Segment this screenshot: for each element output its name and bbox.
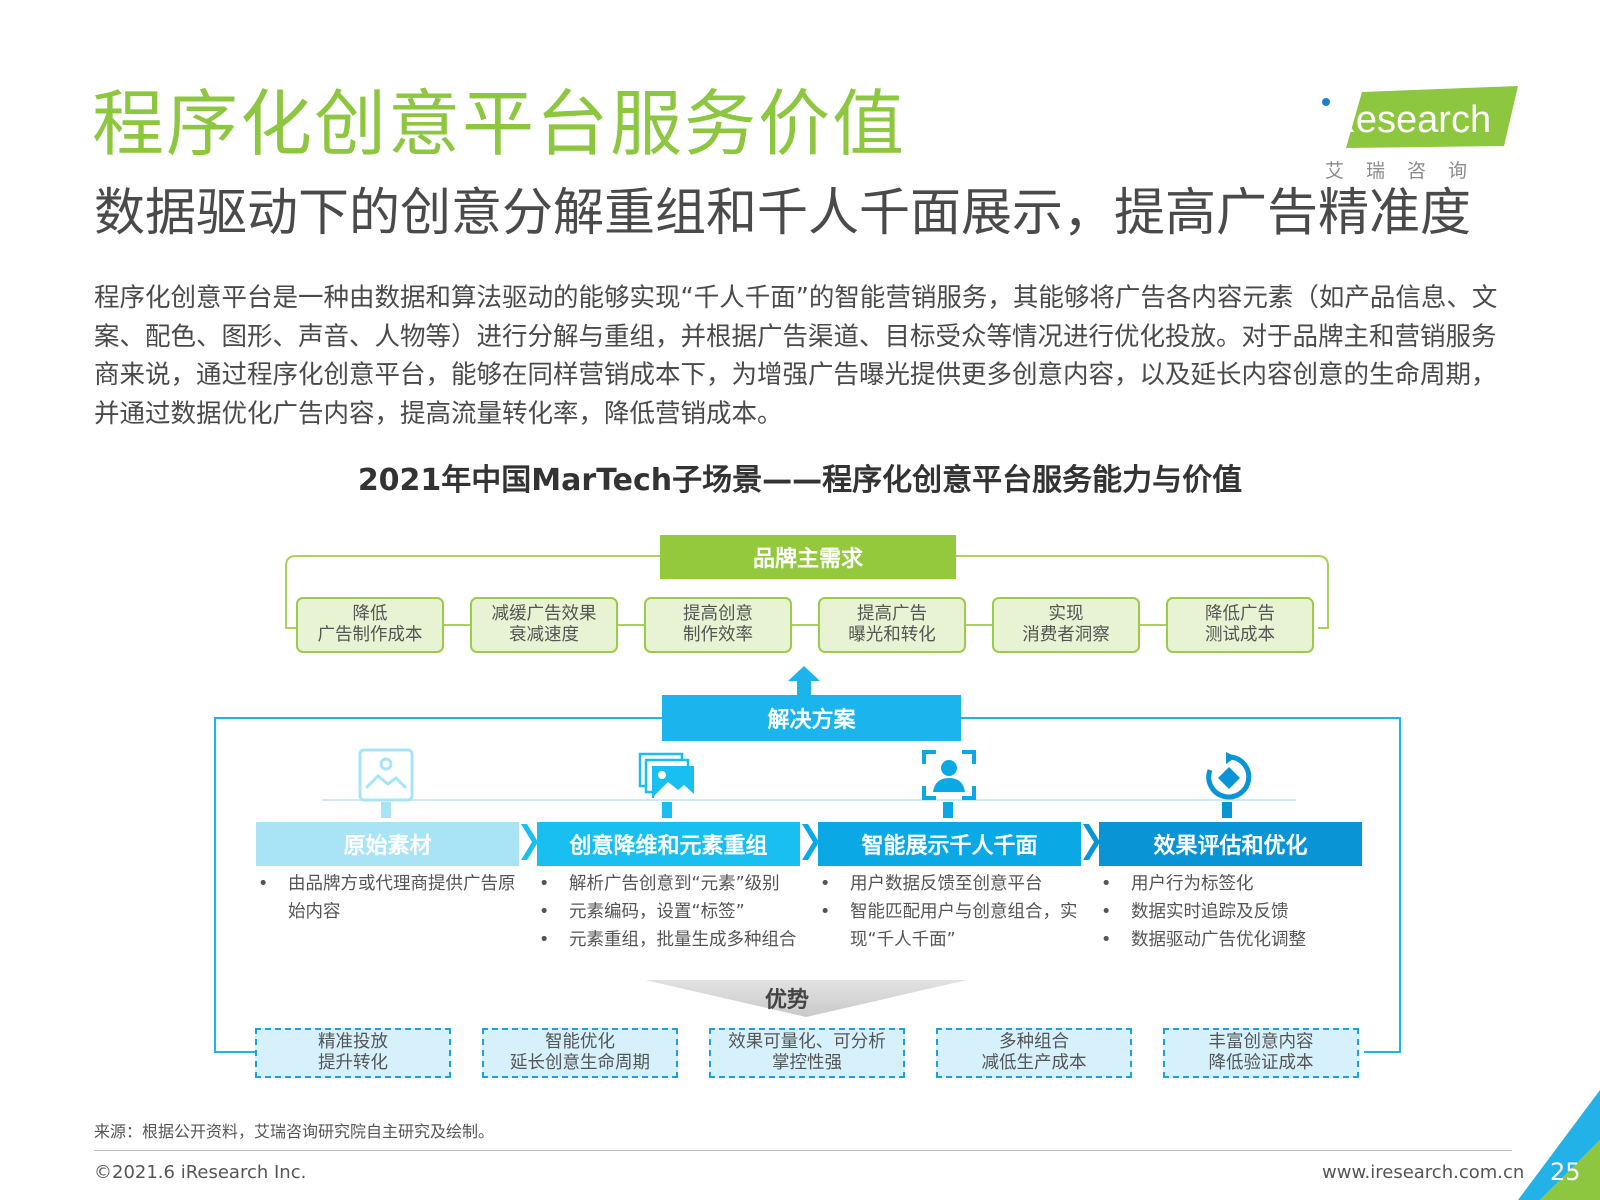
logo-cn-text: 艾瑞咨询 [1325, 160, 1490, 182]
stage-bullets-display: •用户数据反馈至创意平台 •智能匹配用户与创意组合，实现“千人千面” [818, 870, 1088, 954]
bullet-item: 解析广告创意到“元素”级别 [569, 874, 780, 894]
up-arrow-icon [788, 666, 820, 695]
bullet-item: 智能匹配用户与创意组合，实现“千人千面” [850, 902, 1078, 950]
website-link[interactable]: www.iresearch.com.cn [1322, 1162, 1525, 1183]
advantage-box: 多种组合减低生产成本 [936, 1028, 1132, 1078]
user-scan-icon [922, 750, 976, 800]
advantage-label: 优势 [765, 988, 810, 1013]
stage-bullets-raw: •由品牌方或代理商提供广告原始内容 [256, 870, 526, 926]
stage-creative-restructure: 创意降维和元素重组 [537, 822, 800, 866]
page-title: 程序化创意平台服务价值 [92, 82, 907, 166]
page-subtitle: 数据驱动下的创意分解重组和千人千面展示，提高广告精准度 [94, 184, 1472, 243]
image-icon [358, 748, 414, 802]
solution-banner: 解决方案 [662, 695, 961, 741]
bullet-item: 元素编码，设置“标签” [569, 902, 745, 922]
advantage-box: 精准投放提升转化 [255, 1028, 451, 1078]
demand-box: 提高创意制作效率 [644, 597, 792, 653]
bullet-item: 数据驱动广告优化调整 [1131, 930, 1306, 950]
intro-paragraph: 程序化创意平台是一种由数据和算法驱动的能够实现“千人千面”的智能营销服务，其能够… [94, 283, 1498, 429]
refresh-diamond-icon [1206, 752, 1252, 800]
advantage-box: 效果可量化、可分析掌控性强 [709, 1028, 905, 1078]
advantage-box: 智能优化延长创意生命周期 [482, 1028, 678, 1078]
demand-box: 实现消费者洞察 [992, 597, 1140, 653]
bullet-item: 数据实时追踪及反馈 [1131, 902, 1289, 922]
demand-box: 提高广告曝光和转化 [818, 597, 966, 653]
demand-box: 降低广告制作成本 [296, 597, 444, 653]
stage-raw-material: 原始素材 [256, 822, 519, 866]
copyright: ©2021.6 iResearch Inc. [94, 1162, 307, 1183]
bullet-item: 由品牌方或代理商提供广告原始内容 [288, 874, 516, 922]
bullet-item: 用户数据反馈至创意平台 [850, 874, 1043, 894]
bullet-item: 元素重组，批量生成多种组合 [569, 930, 797, 950]
advantage-box: 丰富创意内容降低验证成本 [1163, 1028, 1359, 1078]
advantage-funnel [645, 980, 967, 1017]
demand-box: 减缓广告效果衰减速度 [470, 597, 618, 653]
source-note: 来源：根据公开资料，艾瑞咨询研究院自主研究及绘制。 [94, 1122, 495, 1141]
brand-demand-banner: 品牌主需求 [660, 535, 956, 579]
footer-divider [94, 1150, 1512, 1151]
diagram-title: 2021年中国MarTech子场景——程序化创意平台服务能力与价值 [357, 463, 1243, 498]
demand-box: 降低广告测试成本 [1166, 597, 1314, 653]
stage-bullets-restructure: •解析广告创意到“元素”级别 •元素编码，设置“标签” •元素重组，批量生成多种… [537, 870, 807, 954]
bullet-item: 用户行为标签化 [1131, 874, 1254, 894]
stage-smart-display: 智能展示千人千面 [818, 822, 1081, 866]
stage-evaluation: 效果评估和优化 [1099, 822, 1362, 866]
image-stack-icon [638, 752, 694, 798]
iresearch-logo: iResearch [1322, 86, 1518, 148]
page-number: 25 [1550, 1158, 1581, 1186]
logo-text: iResearch [1322, 99, 1491, 141]
stage-bullets-evaluation: •用户行为标签化 •数据实时追踪及反馈 •数据驱动广告优化调整 [1099, 870, 1369, 954]
